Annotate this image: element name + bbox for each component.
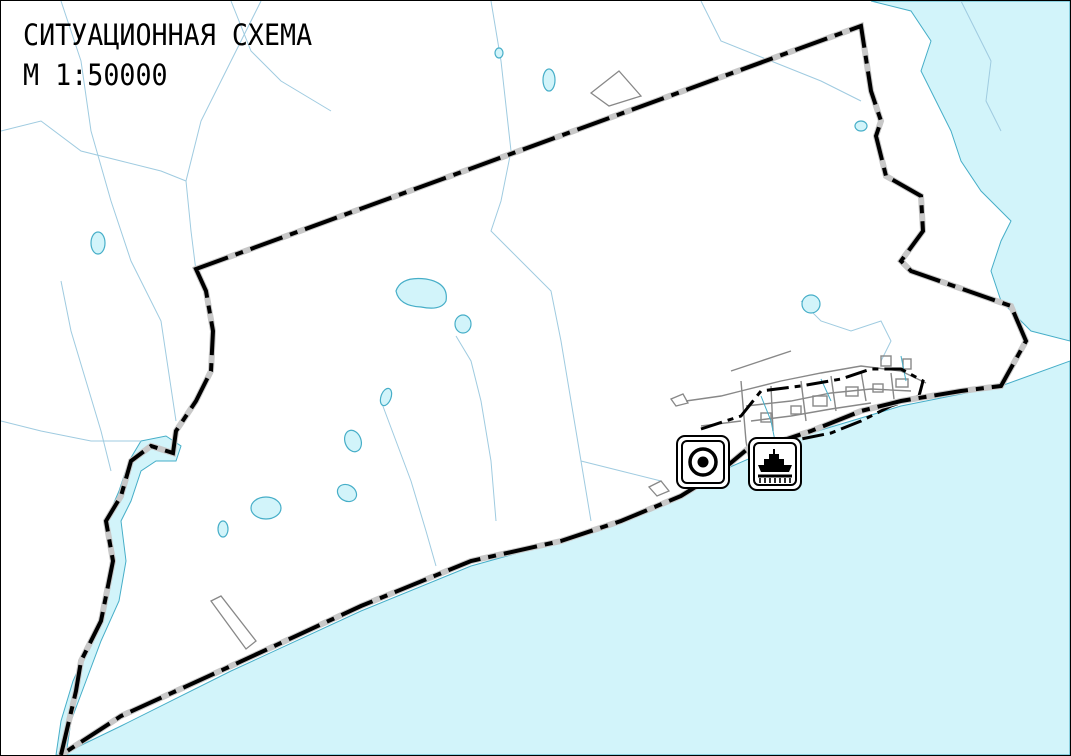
map-title: СИТУАЦИОННАЯ СХЕМА [23,18,313,52]
river-network [1,1,1002,567]
grey-features [210,70,689,650]
map-scale: М 1:50000 [23,58,168,92]
sea-area [60,360,1070,755]
ship-icon[interactable] [748,437,802,491]
target-icon[interactable] [676,435,730,489]
lakes [90,47,868,538]
territory-boundary [57,21,1030,755]
bay-area [870,1,1070,342]
settlement-boundary [700,367,925,441]
map-title-block: СИТУАЦИОННАЯ СХЕМА М 1:50000 [23,15,312,95]
